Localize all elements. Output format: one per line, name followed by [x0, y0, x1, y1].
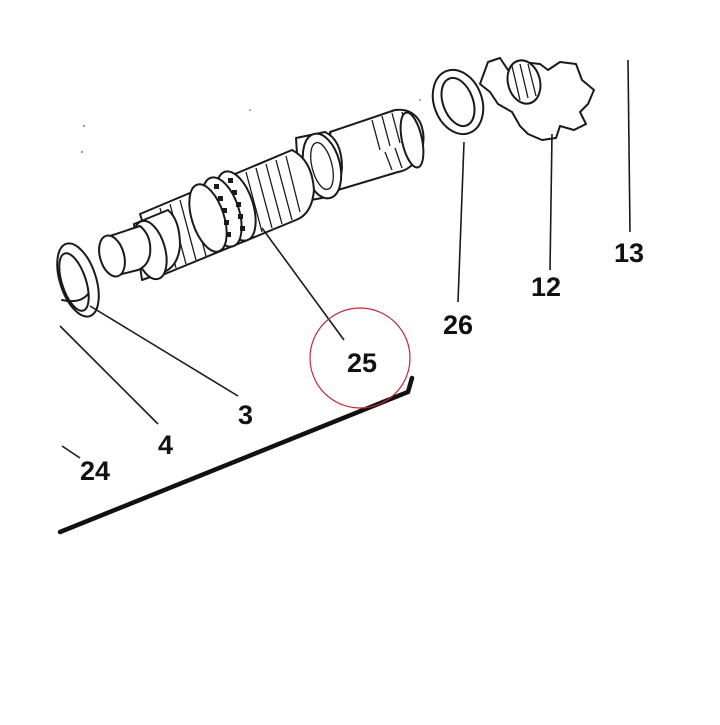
splined-shaft-icon [98, 108, 425, 281]
leader-24 [61, 445, 81, 459]
part-label-26[interactable]: 26 [443, 310, 473, 340]
leader-lines [59, 59, 631, 459]
leader-13 [627, 59, 631, 233]
part-label-4[interactable]: 4 [158, 430, 173, 460]
scan-speckles [80, 99, 421, 154]
leader-12 [549, 133, 553, 271]
part-label-3[interactable]: 3 [238, 400, 253, 430]
leader-3 [89, 305, 239, 397]
sprocket-icon [479, 57, 595, 141]
leader-25 [261, 227, 345, 341]
leader-4 [59, 325, 159, 425]
part-label-12[interactable]: 12 [531, 272, 561, 302]
frame-edge-line [57, 375, 415, 535]
part-label-24[interactable]: 24 [80, 456, 110, 486]
highlight-circle [309, 307, 411, 409]
washer-icon [431, 68, 485, 136]
leader-26 [457, 141, 465, 303]
part-label-25[interactable]: 25 [347, 348, 377, 378]
part-label-13[interactable]: 13 [614, 238, 644, 268]
retaining-ring-icon [56, 242, 100, 318]
bearing-ring-set [188, 170, 257, 253]
